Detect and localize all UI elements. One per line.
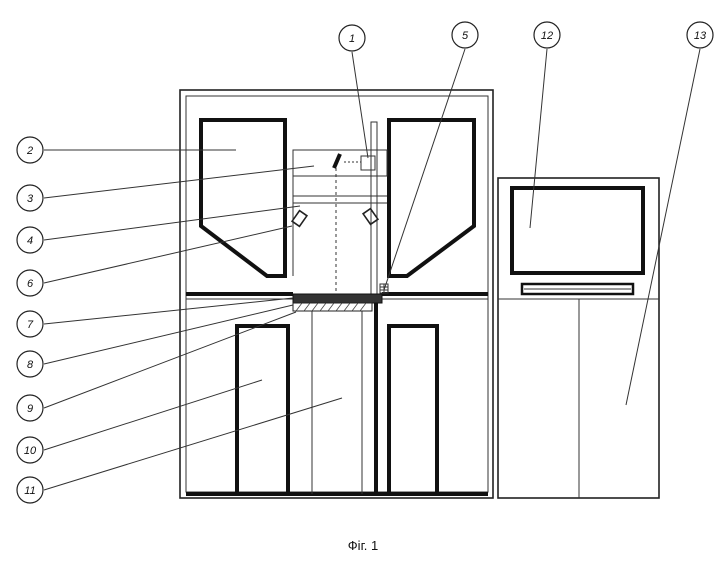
tray-assembly [292, 293, 383, 312]
leader-10 [43, 379, 263, 451]
leader-lines [43, 48, 701, 491]
callout-9: 9 [16, 394, 44, 422]
tray-hatch [295, 302, 367, 312]
figure-caption: Фіг. 1 [347, 538, 379, 553]
leader-11 [43, 397, 343, 491]
leader-7 [43, 297, 294, 325]
svg-text:9: 9 [27, 403, 33, 415]
right-hopper [387, 118, 476, 278]
svg-text:12: 12 [541, 30, 553, 42]
svg-text:5: 5 [462, 30, 469, 42]
right-lamp [361, 207, 380, 226]
leader-3 [43, 165, 315, 199]
leader-8 [43, 304, 294, 365]
mirror [332, 153, 342, 169]
svg-text:2: 2 [26, 145, 33, 157]
callout-1: 1 [338, 24, 366, 52]
svg-text:13: 13 [694, 30, 707, 42]
upper-rail [292, 149, 388, 177]
callout-6: 6 [16, 269, 44, 297]
control-cabinet [497, 177, 660, 499]
callout-5: 5 [451, 21, 479, 49]
tray-hatched-band [292, 302, 373, 312]
left-hopper-body [199, 118, 287, 278]
svg-text:3: 3 [27, 193, 34, 205]
callout-4: 4 [16, 226, 44, 254]
callout-12: 12 [533, 21, 561, 49]
leader-13 [625, 48, 701, 406]
left-lamp [290, 209, 309, 228]
callout-8: 8 [16, 350, 44, 378]
svg-text:8: 8 [27, 359, 34, 371]
callout-2: 2 [16, 136, 44, 164]
central-mechanism [290, 121, 389, 297]
sensor-box [360, 155, 376, 171]
svg-text:4: 4 [27, 235, 33, 247]
callout-13: 13 [686, 21, 714, 49]
leader-5 [383, 48, 466, 291]
callout-10: 10 [16, 436, 44, 464]
tray-dark-band [292, 293, 383, 304]
svg-text:7: 7 [27, 319, 34, 331]
leader-9 [43, 311, 297, 409]
leader-4 [43, 205, 301, 241]
main-cabinet-outer [179, 89, 494, 499]
callouts: 1 2 3 4 5 6 7 8 [16, 21, 714, 504]
callout-7: 7 [16, 310, 44, 338]
callout-3: 3 [16, 184, 44, 212]
lower-right-container [387, 324, 439, 496]
callout-11: 11 [16, 476, 44, 504]
svg-text:1: 1 [349, 33, 355, 45]
leader-12 [529, 48, 548, 229]
leader-1 [351, 51, 369, 159]
vertical-column [370, 121, 378, 297]
svg-text:6: 6 [27, 278, 34, 290]
left-hopper [199, 118, 287, 278]
leader-6 [43, 225, 293, 284]
svg-text:10: 10 [24, 445, 37, 457]
monitor-screen [510, 186, 645, 275]
right-hopper-body [387, 118, 476, 278]
svg-text:11: 11 [24, 485, 35, 497]
lower-left-container [235, 324, 290, 496]
